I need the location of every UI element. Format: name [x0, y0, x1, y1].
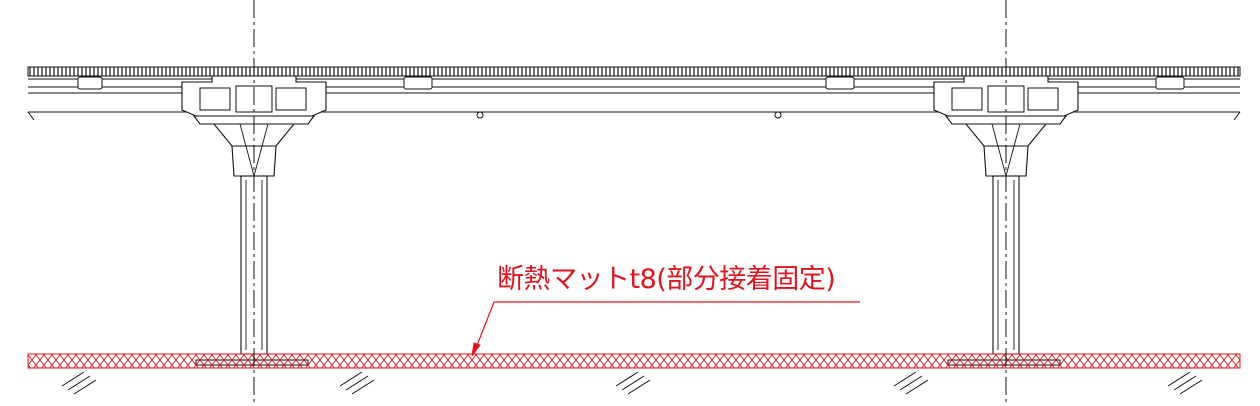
pedestal-head-detail: [199, 87, 231, 111]
panel-clip: [825, 76, 855, 90]
pedestal-head-detail: [951, 87, 983, 111]
leader-arrow: [471, 342, 481, 357]
slab-hatch: [339, 371, 375, 395]
panel-right-end: [1233, 111, 1241, 121]
panel-clip: [77, 76, 103, 90]
insulation-mat-label: 断熱マットt8(部分接着固定): [497, 264, 836, 295]
insulation-mat-body: [27, 353, 1241, 369]
slab-hatch: [1167, 371, 1203, 395]
slab-hatch-marks: [61, 371, 1203, 395]
panel-clip: [1155, 76, 1185, 90]
slab-hatch: [61, 371, 97, 395]
leader-line: [475, 301, 495, 349]
pedestal-head-detail: [275, 87, 307, 111]
annotation-leader: [471, 301, 860, 357]
panel-clip: [403, 76, 433, 90]
insulation-mat: [27, 353, 1241, 369]
slab-hatch: [893, 371, 929, 395]
panel-bolt-mark: [774, 111, 782, 119]
panel-left-end: [27, 111, 35, 121]
slab-hatch: [615, 371, 651, 395]
pedestal-head-detail: [1027, 87, 1059, 111]
panel-top-surface: [27, 66, 1241, 77]
center-lines: [253, 0, 1007, 406]
panel-bolt-mark: [476, 111, 484, 119]
